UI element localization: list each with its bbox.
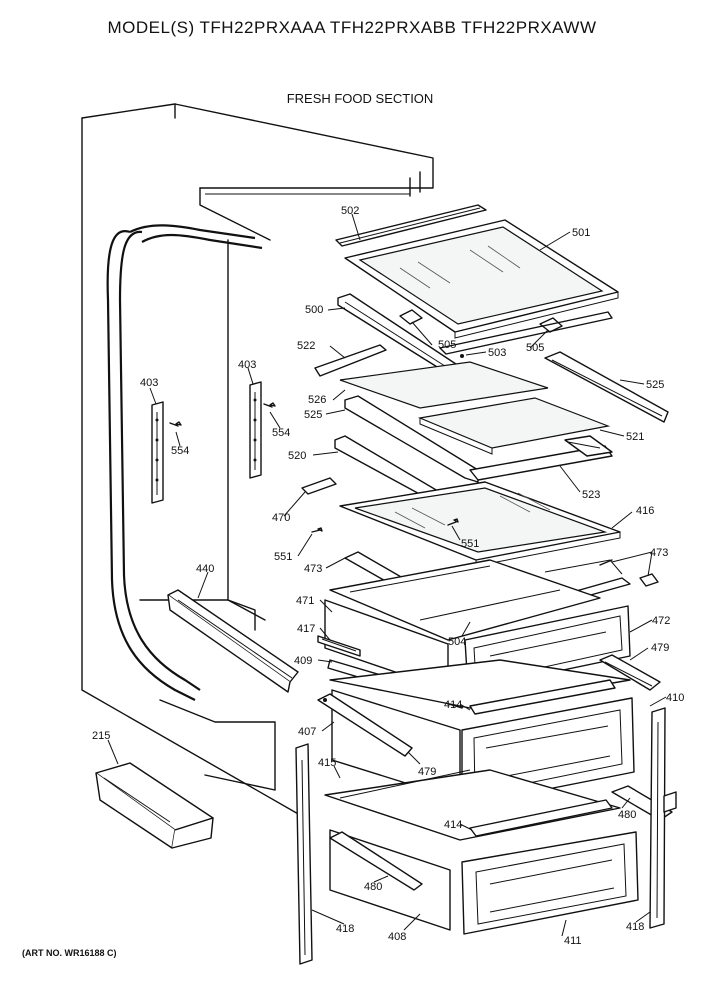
- shelf-support-525: [544, 351, 669, 423]
- bracket-470: [301, 477, 337, 495]
- label-551b: 551: [461, 538, 479, 550]
- label-554a: 554: [171, 445, 189, 457]
- side-rail-418-right: [649, 707, 677, 929]
- label-440: 440: [196, 563, 214, 575]
- label-416: 416: [636, 505, 654, 517]
- label-418a: 418: [336, 923, 354, 935]
- shelf-support-522: [314, 344, 387, 377]
- label-473a: 473: [650, 547, 668, 559]
- label-415: 415: [318, 757, 336, 769]
- label-410: 410: [666, 692, 684, 704]
- glass-shelf-501: [344, 219, 619, 339]
- part-number-labels: 502 501 500 505 503 505 522 525 526 525 …: [92, 205, 684, 947]
- label-215: 215: [92, 730, 110, 742]
- deflector-440: [167, 589, 299, 693]
- side-rail-418-left: [295, 743, 313, 965]
- glass-shelf-416: [339, 481, 621, 567]
- label-523: 523: [582, 489, 600, 501]
- label-520: 520: [288, 450, 306, 462]
- shelf-rail-523: [469, 435, 613, 481]
- art-number: (ART NO. WR16188 C): [22, 948, 117, 958]
- slide-479: [599, 654, 661, 691]
- rear-frame-503: [439, 311, 613, 358]
- shelf-ladder-right: [249, 381, 262, 479]
- label-525b: 525: [304, 409, 322, 421]
- lower-drawer-411: [324, 769, 639, 935]
- shelf-ladder-left: [151, 401, 164, 504]
- screws-551: [311, 518, 459, 533]
- label-414a: 414: [444, 699, 462, 711]
- label-414b: 414: [444, 819, 462, 831]
- label-505b: 505: [526, 342, 544, 354]
- leader-lines: [107, 213, 667, 937]
- label-501: 501: [572, 227, 590, 239]
- label-522: 522: [297, 340, 315, 352]
- section-title: FRESH FOOD SECTION: [286, 91, 434, 106]
- label-408: 408: [388, 931, 406, 943]
- label-554b: 554: [272, 427, 290, 439]
- label-403b: 403: [238, 359, 256, 371]
- label-551a: 551: [274, 551, 292, 563]
- label-473b: 473: [304, 563, 322, 575]
- label-500: 500: [305, 304, 323, 316]
- model-title: MODEL(S) TFH22PRXAAA TFH22PRXABB TFH22PR…: [107, 18, 597, 37]
- shelf-trim-502: [335, 204, 487, 247]
- label-504: 504: [448, 636, 466, 648]
- label-526: 526: [308, 394, 326, 406]
- glass-shelf-521: [417, 397, 611, 455]
- label-521: 521: [626, 431, 644, 443]
- cabinet-outline: [81, 103, 434, 816]
- label-479a: 479: [651, 642, 669, 654]
- label-411: 411: [564, 935, 582, 947]
- ladder-screws: [169, 402, 276, 427]
- label-470: 470: [272, 512, 290, 524]
- bin-215: [95, 762, 214, 849]
- label-480a: 480: [618, 809, 636, 821]
- glass-526: [339, 361, 549, 409]
- label-480b: 480: [364, 881, 382, 893]
- label-479b: 479: [418, 766, 436, 778]
- label-409: 409: [294, 655, 312, 667]
- label-407: 407: [298, 726, 316, 738]
- slide-407-479: [317, 693, 413, 757]
- label-418b: 418: [626, 921, 644, 933]
- clips-505: [399, 309, 563, 333]
- label-472: 472: [652, 615, 670, 627]
- label-403a: 403: [140, 377, 158, 389]
- label-417: 417: [297, 623, 315, 635]
- label-525a: 525: [646, 379, 664, 391]
- label-505a: 505: [438, 339, 456, 351]
- label-502: 502: [341, 205, 359, 217]
- label-471: 471: [296, 595, 314, 607]
- pan-cover-471: [329, 559, 601, 641]
- label-503: 503: [488, 347, 506, 359]
